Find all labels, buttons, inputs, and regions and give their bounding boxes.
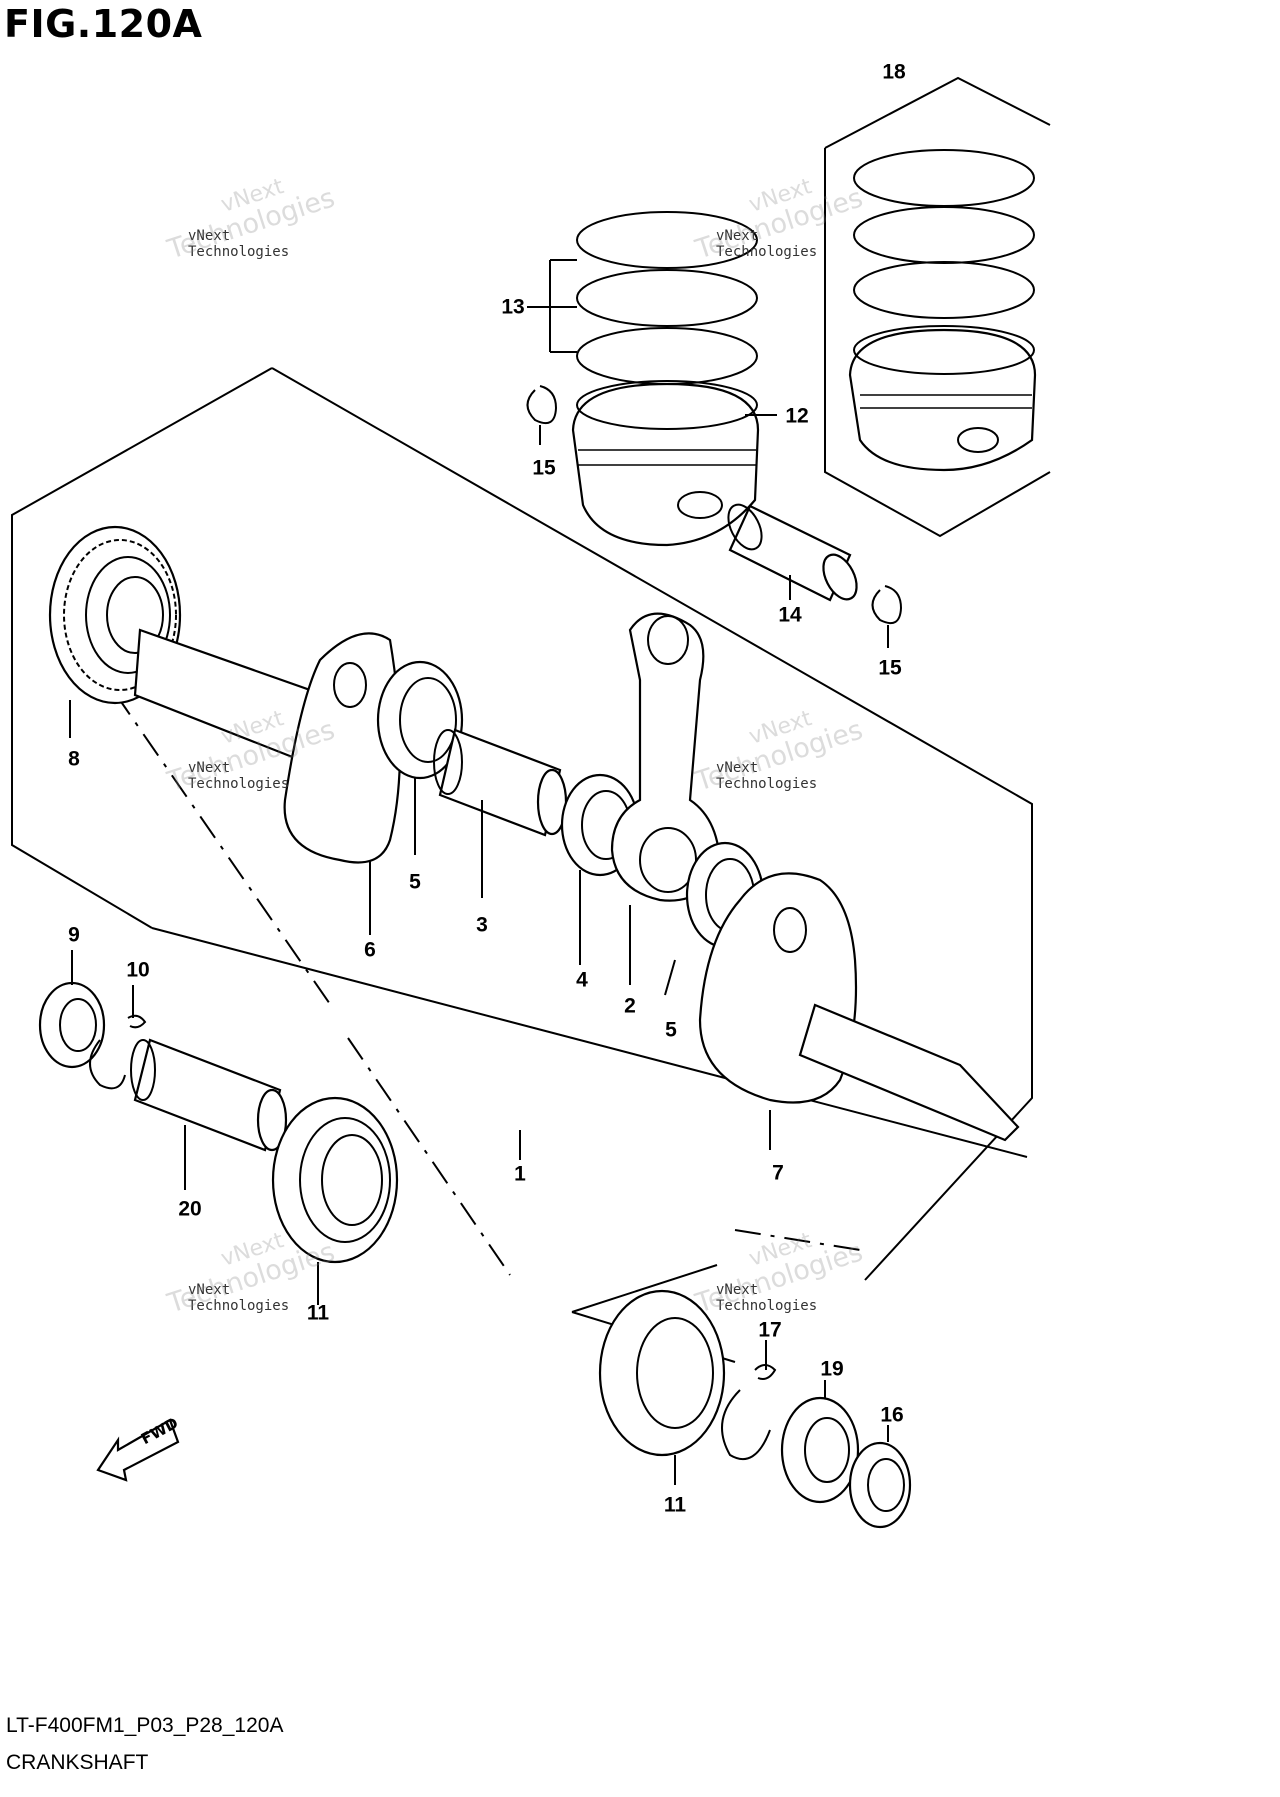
callout-1[interactable]: 1 bbox=[514, 1162, 526, 1186]
callout-15-right[interactable]: 15 bbox=[878, 656, 902, 680]
assembly-outline bbox=[271, 367, 1033, 1281]
callout-2[interactable]: 2 bbox=[624, 994, 636, 1018]
assembly-outline-diag bbox=[114, 692, 333, 1008]
crank-web-6 bbox=[133, 628, 402, 935]
callout-5-left[interactable]: 5 bbox=[409, 870, 421, 894]
circlip-10 bbox=[89, 1039, 126, 1090]
callout-5-right[interactable]: 5 bbox=[665, 1018, 677, 1042]
callout-11-left[interactable]: 11 bbox=[306, 1301, 330, 1325]
callout-9[interactable]: 9 bbox=[68, 923, 80, 947]
assembly-outline-bottom bbox=[151, 927, 1028, 1158]
callout-11-right[interactable]: 11 bbox=[663, 1493, 687, 1517]
assembly-outline-lower bbox=[347, 1037, 511, 1276]
callout-13[interactable]: 13 bbox=[501, 295, 525, 319]
callout-8[interactable]: 8 bbox=[68, 747, 80, 771]
callout-14[interactable]: 14 bbox=[778, 603, 802, 627]
oil-seal-16 bbox=[848, 1425, 912, 1529]
figure-code: LT-F400FM1_P03_P28_120A bbox=[6, 1714, 284, 1737]
gear-8 bbox=[48, 525, 182, 738]
seal-11-right bbox=[598, 1289, 726, 1485]
piston-12 bbox=[571, 380, 777, 547]
assembly-outline-left bbox=[11, 367, 273, 929]
callout-18[interactable]: 18 bbox=[882, 60, 906, 84]
callout-15-top[interactable]: 15 bbox=[532, 456, 556, 480]
bearing-group-outline bbox=[571, 1264, 718, 1313]
circlip-15-right bbox=[871, 585, 903, 624]
callout-10[interactable]: 10 bbox=[126, 958, 150, 982]
piston-set-18 bbox=[848, 149, 1037, 472]
piston-rings-13 bbox=[527, 211, 758, 385]
figure-title: FIG.120A bbox=[4, 2, 203, 46]
piston-pin-14 bbox=[727, 503, 858, 602]
bearing-19 bbox=[780, 1380, 860, 1504]
piston-set-outline bbox=[824, 148, 1051, 538]
assembly-outline-bottom-right bbox=[734, 1229, 861, 1251]
circlip-15-top bbox=[526, 385, 558, 424]
bearing-9 bbox=[38, 950, 106, 1069]
callout-6[interactable]: 6 bbox=[364, 938, 376, 962]
circlip-17 bbox=[721, 1389, 771, 1461]
callout-19[interactable]: 19 bbox=[820, 1357, 844, 1381]
crank-web-7 bbox=[698, 872, 1020, 1150]
sleeve-20 bbox=[130, 1038, 288, 1190]
washer-5-left bbox=[376, 660, 464, 855]
fwd-arrow-icon bbox=[96, 1418, 180, 1482]
bearing-11-left bbox=[271, 1096, 399, 1305]
callout-17[interactable]: 17 bbox=[758, 1318, 782, 1342]
crank-pin-3 bbox=[433, 728, 568, 898]
callout-20[interactable]: 20 bbox=[178, 1197, 202, 1221]
callout-7[interactable]: 7 bbox=[772, 1161, 784, 1185]
figure-description: CRANKSHAFT bbox=[6, 1751, 149, 1774]
callout-12[interactable]: 12 bbox=[785, 404, 809, 428]
callout-4[interactable]: 4 bbox=[576, 968, 588, 992]
callout-3[interactable]: 3 bbox=[476, 913, 488, 937]
piston-set-outline-top bbox=[824, 76, 1051, 149]
callout-16[interactable]: 16 bbox=[880, 1403, 904, 1427]
